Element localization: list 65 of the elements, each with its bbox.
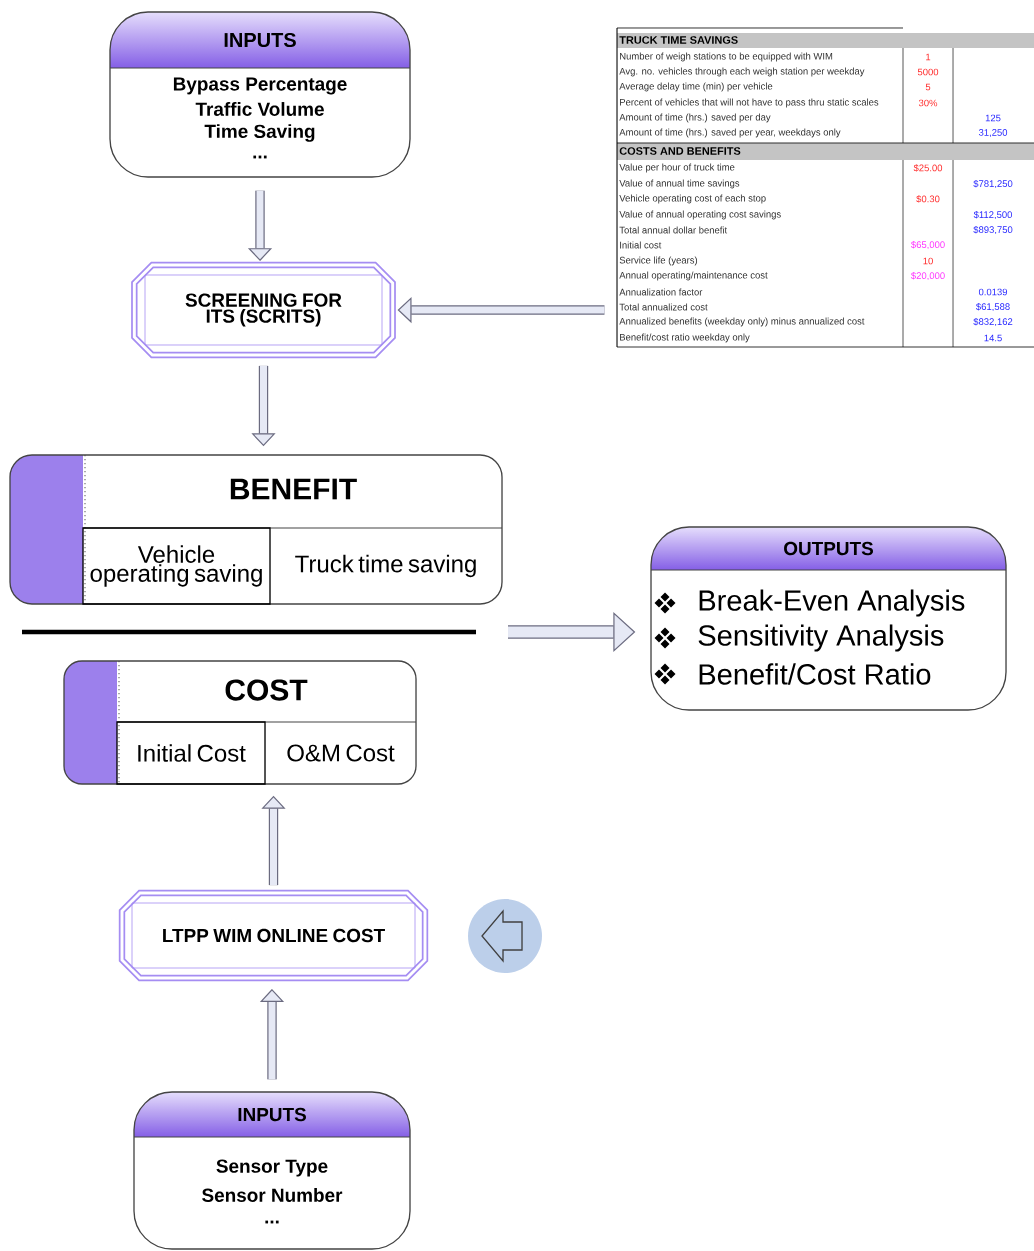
spreadsheet-table: [616, 27, 1034, 348]
table-cell: $20,000: [911, 271, 945, 281]
table-cell: 5: [925, 83, 931, 91]
input-item: Time Saving: [204, 124, 315, 142]
table-cell: Benefit/cost ratio weekday only: [620, 333, 750, 343]
input-item: Sensor Number: [202, 1188, 343, 1202]
table-cell: Annualization factor: [619, 288, 703, 296]
table-cell: Amount of time (hrs.) saved per year, weekdays only: [619, 128, 841, 138]
table-cell: Average delay time (min) per vehicle: [619, 82, 773, 92]
table-cell: Initial cost: [620, 241, 662, 249]
table-header: TRUCK TIME SAVINGS: [619, 36, 738, 44]
table-cell: 14.5: [984, 334, 1002, 342]
table-cell: $781,250: [973, 179, 1013, 189]
table-cell: 125: [985, 114, 1001, 122]
table-cell: Total annual dollar benefit: [619, 226, 728, 234]
table-cell: Service life (years): [619, 256, 698, 266]
table-cell: Vehicle operating saving: [82, 527, 271, 605]
table-cell: 31,250: [978, 129, 1008, 137]
table-cell: Annual operating/maintenance cost: [619, 271, 768, 281]
input-output-box: [109, 11, 411, 178]
table-cell: Initial Cost: [116, 721, 266, 785]
table-cell: Number of weigh stations to be equipped with WIM: [620, 52, 833, 62]
input-output-box: [650, 526, 1007, 711]
table-cell: Vehicle operating cost of each stop: [619, 194, 766, 204]
list-item: Sensitivity Analysis: [698, 624, 944, 652]
table-cell: $832,162: [973, 317, 1013, 327]
table-cell: $893,750: [973, 225, 1013, 235]
box-header: INPUTS: [238, 1107, 306, 1122]
table-cell: Truck time saving: [295, 554, 476, 578]
table-cell: Value of annual time savings: [619, 179, 740, 189]
table-cell: 30%: [918, 99, 938, 107]
table-cell: 5000: [917, 68, 939, 76]
box-header: OUTPUTS: [784, 541, 873, 556]
table-cell: O&M Cost: [287, 744, 395, 762]
list-item: Break-Even Analysis: [699, 589, 965, 617]
list-item: Benefit/Cost Ratio: [699, 663, 931, 685]
input-item: ...: [265, 1220, 279, 1224]
table-cell: 0.0139: [978, 288, 1008, 296]
input-item: Bypass Percentage: [173, 77, 347, 95]
table-cell: 1: [926, 53, 931, 61]
box-header: INPUTS: [224, 32, 296, 48]
table-cell: Percent of vehicles that will not have to pass thru static scales: [620, 98, 879, 108]
input-item: Sensor Type: [216, 1159, 328, 1177]
table-cell: $61,588: [976, 302, 1010, 312]
process-frame: LTPP WIM ONLINE COST: [118, 889, 429, 982]
table-cell: Amount of time (hrs.) saved per day: [619, 113, 771, 123]
table-cell: $25.00: [913, 164, 943, 172]
table-cell: $65,000: [911, 240, 945, 250]
input-item: Traffic Volume: [195, 102, 324, 116]
table-cell: Annualized benefits (weekday only) minus annualized cost: [619, 317, 865, 327]
panel-box: [9, 454, 503, 605]
table-cell: 10: [923, 257, 933, 265]
table-header: COSTS AND BENEFITS: [619, 147, 741, 155]
table-cell: Total annualized cost: [619, 303, 708, 311]
input-item: ...: [253, 155, 267, 159]
table-cell: Value per hour of truck time: [619, 163, 735, 173]
table-cell: Value of annual operating cost savings: [619, 210, 781, 220]
table-cell: Avg. no. vehicles through each weigh station per weekday: [619, 67, 865, 77]
input-output-box: [133, 1091, 411, 1250]
panel-box: [63, 660, 417, 785]
panel-title: BENEFIT: [230, 478, 357, 500]
process-frame: SCREENING FOR ITS (SCRITS): [131, 261, 396, 359]
panel-title: COST: [225, 679, 308, 701]
table-cell: $112,500: [973, 210, 1013, 220]
table-cell: $0.30: [916, 195, 940, 203]
